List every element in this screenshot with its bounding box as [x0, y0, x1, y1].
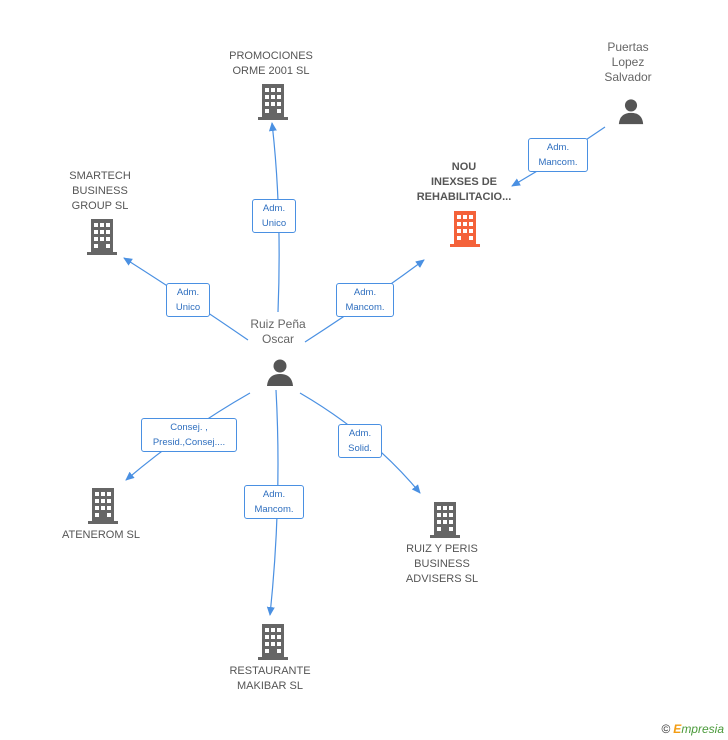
person-icon[interactable] — [617, 97, 645, 125]
role-label-puertas-nou[interactable]: Adm. Mancom. — [528, 138, 588, 172]
company-label-promociones[interactable]: PROMOCIONES ORME 2001 SL — [229, 50, 313, 77]
role-label-restaurante[interactable]: Adm. Mancom. — [244, 485, 304, 519]
other-person-name[interactable]: Puertas Lopez Salvador — [604, 40, 652, 84]
building-icon[interactable] — [430, 502, 460, 538]
role-label-ateneromo[interactable]: Consej. , Presid.,Consej.... — [141, 418, 237, 452]
building-icon[interactable] — [258, 84, 288, 120]
copyright-icon: © — [661, 722, 671, 736]
role-label-smartech[interactable]: Adm. Unico — [166, 283, 210, 317]
role-label-promociones[interactable]: Adm. Unico — [252, 199, 296, 233]
empresia-logo: ©Empresia — [661, 722, 724, 736]
company-label-ateneromo[interactable]: ATENEROM SL — [61, 529, 141, 541]
center-person-name[interactable]: Ruiz Peña Oscar — [250, 317, 306, 346]
building-icon[interactable] — [87, 219, 117, 255]
role-label-ruizperis[interactable]: Adm. Solid. — [338, 424, 382, 458]
building-icon[interactable] — [88, 488, 118, 524]
role-label-nou[interactable]: Adm. Mancom. — [336, 283, 394, 317]
company-label-smartech[interactable]: SMARTECH BUSINESS GROUP SL — [69, 170, 131, 212]
company-label-ruizperis[interactable]: RUIZ Y PERIS BUSINESS ADVISERS SL — [405, 543, 479, 585]
company-label-nou[interactable]: NOU INEXSES DE REHABILITACIO... — [416, 161, 512, 203]
building-icon-focus[interactable] — [450, 211, 480, 247]
building-icon[interactable] — [258, 624, 288, 660]
person-icon[interactable] — [265, 357, 295, 387]
company-label-restaurante[interactable]: RESTAURANTE MAKIBAR SL — [229, 665, 311, 692]
